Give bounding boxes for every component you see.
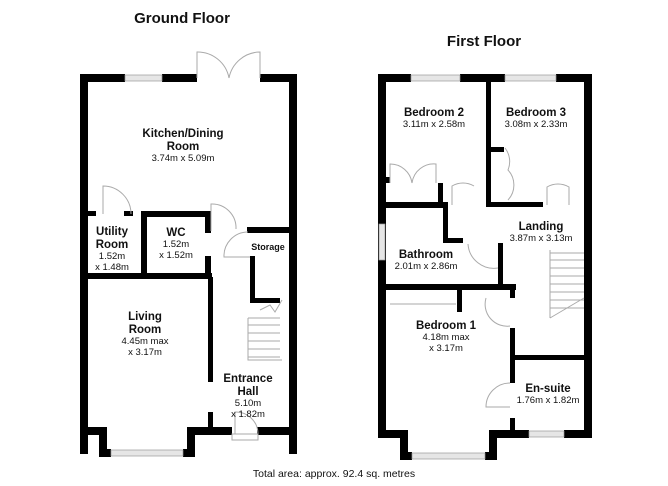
room-landing: Landing 3.87m x 3.13m bbox=[509, 221, 573, 245]
room-entrance-hall: Entrance Hall 5.10m x 1.82m bbox=[223, 373, 273, 421]
room-en-suite: En-suite 1.76m x 1.82m bbox=[516, 383, 580, 407]
room-utility: Utility Room 1.52m x 1.48m bbox=[95, 226, 129, 274]
room-kitchen-dining: Kitchen/Dining Room 3.74m x 5.09m bbox=[142, 128, 224, 165]
first-floor-title: First Floor bbox=[446, 33, 522, 50]
room-living: Living Room 4.45m max x 3.17m bbox=[121, 311, 169, 359]
room-bathroom: Bathroom 2.01m x 2.86m bbox=[394, 249, 458, 273]
room-bedroom-3: Bedroom 3 3.08m x 2.33m bbox=[504, 107, 568, 131]
ground-floor-walls bbox=[80, 74, 297, 457]
total-area-caption: Total area: approx. 92.4 sq. metres bbox=[252, 468, 416, 480]
room-storage: Storage bbox=[251, 242, 285, 252]
first-floor-doors bbox=[389, 147, 570, 408]
room-bedroom-1: Bedroom 1 4.18m max x 3.17m bbox=[415, 320, 477, 355]
ground-floor-doors bbox=[102, 51, 261, 441]
ground-floor-title: Ground Floor bbox=[134, 10, 230, 27]
first-floor-windows bbox=[378, 74, 565, 460]
ground-floor-stairs bbox=[247, 299, 283, 361]
ground-floor-windows bbox=[110, 74, 184, 457]
first-floor-stairs bbox=[549, 250, 585, 319]
room-bedroom-2: Bedroom 2 3.11m x 2.58m bbox=[402, 107, 466, 131]
room-wc: WC 1.52m x 1.52m bbox=[159, 227, 193, 262]
first-floor-walls bbox=[378, 74, 592, 460]
